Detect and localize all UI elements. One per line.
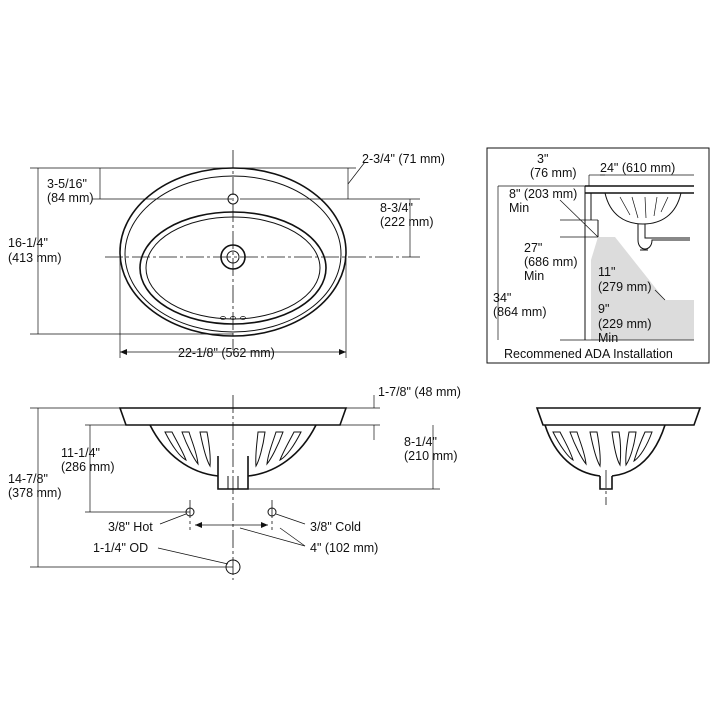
top-view — [30, 150, 420, 358]
ada-dim-11-a: 11" — [598, 265, 615, 279]
ada-dim-27-c: Min — [524, 269, 544, 283]
label-cold-supply: 3/8" Cold — [310, 520, 361, 534]
ada-dim-34-a: 34" — [493, 291, 511, 305]
ada-bowl — [604, 192, 682, 225]
drain-od — [225, 559, 241, 575]
dim-bowl-depth-a: 8-1/4" — [404, 435, 437, 449]
ada-dim-8-a: 8" (203 mm) — [509, 187, 577, 201]
ada-dim-9-b: (229 mm) — [598, 317, 651, 331]
side-bowl — [544, 424, 666, 477]
dim-drain-depth-b: (286 mm) — [61, 460, 114, 474]
label-hot-supply: 3/8" Hot — [108, 520, 153, 534]
ada-frame — [486, 147, 710, 364]
ada-trap — [637, 224, 690, 250]
ada-dim-34-b: (864 mm) — [493, 305, 546, 319]
ada-dim-9-a: 9" — [598, 302, 609, 316]
dim-bowl-depth-b: (210 mm) — [404, 449, 457, 463]
ada-knee-clearance — [591, 237, 665, 340]
dim-depth-a: 16-1/4" — [8, 236, 48, 250]
label-drain-od: 1-1/4" OD — [93, 541, 148, 555]
side-slots — [552, 431, 653, 468]
front-view — [30, 395, 440, 580]
ada-dim-3-b: (76 mm) — [530, 166, 577, 180]
dim-faucet-offset-b: (84 mm) — [47, 191, 94, 205]
front-slots — [164, 431, 302, 468]
dim-overall-height-b: (378 mm) — [8, 486, 61, 500]
dim-supply-spacing: 4" (102 mm) — [310, 541, 378, 555]
ada-dim-8-b: Min — [509, 201, 529, 215]
ada-dim-11-b: (279 mm) — [598, 280, 651, 294]
ada-dim-3-a: 3" — [537, 152, 548, 166]
dim-overall-height-a: 14-7/8" — [8, 472, 48, 486]
dim-width: 22-1/8" (562 mm) — [178, 346, 275, 360]
dim-rim-height: 1-7/8" (48 mm) — [378, 385, 461, 399]
ada-dim-27-a: 27" — [524, 241, 542, 255]
dim-faucet-offset-a: 3-5/16" — [47, 177, 87, 191]
side-view — [535, 407, 702, 505]
front-bowl — [149, 424, 317, 477]
ada-dim-24: 24" (610 mm) — [600, 161, 675, 175]
dim-drain-depth-a: 11-1/4" — [61, 446, 100, 460]
ada-dim-9-c: Min — [598, 331, 618, 345]
ada-caption: Recommened ADA Installation — [504, 347, 673, 361]
ada-inset — [486, 147, 710, 364]
dim-drain-offset-a: 8-3/4" — [380, 201, 413, 215]
dim-overflow-offset: 2-3/4" (71 mm) — [362, 152, 445, 166]
dim-depth-b: (413 mm) — [8, 251, 61, 265]
dim-drain-offset-b: (222 mm) — [380, 215, 433, 229]
ada-dim-27-b: (686 mm) — [524, 255, 577, 269]
top-rim-inner — [124, 175, 342, 333]
side-rim — [535, 407, 702, 426]
